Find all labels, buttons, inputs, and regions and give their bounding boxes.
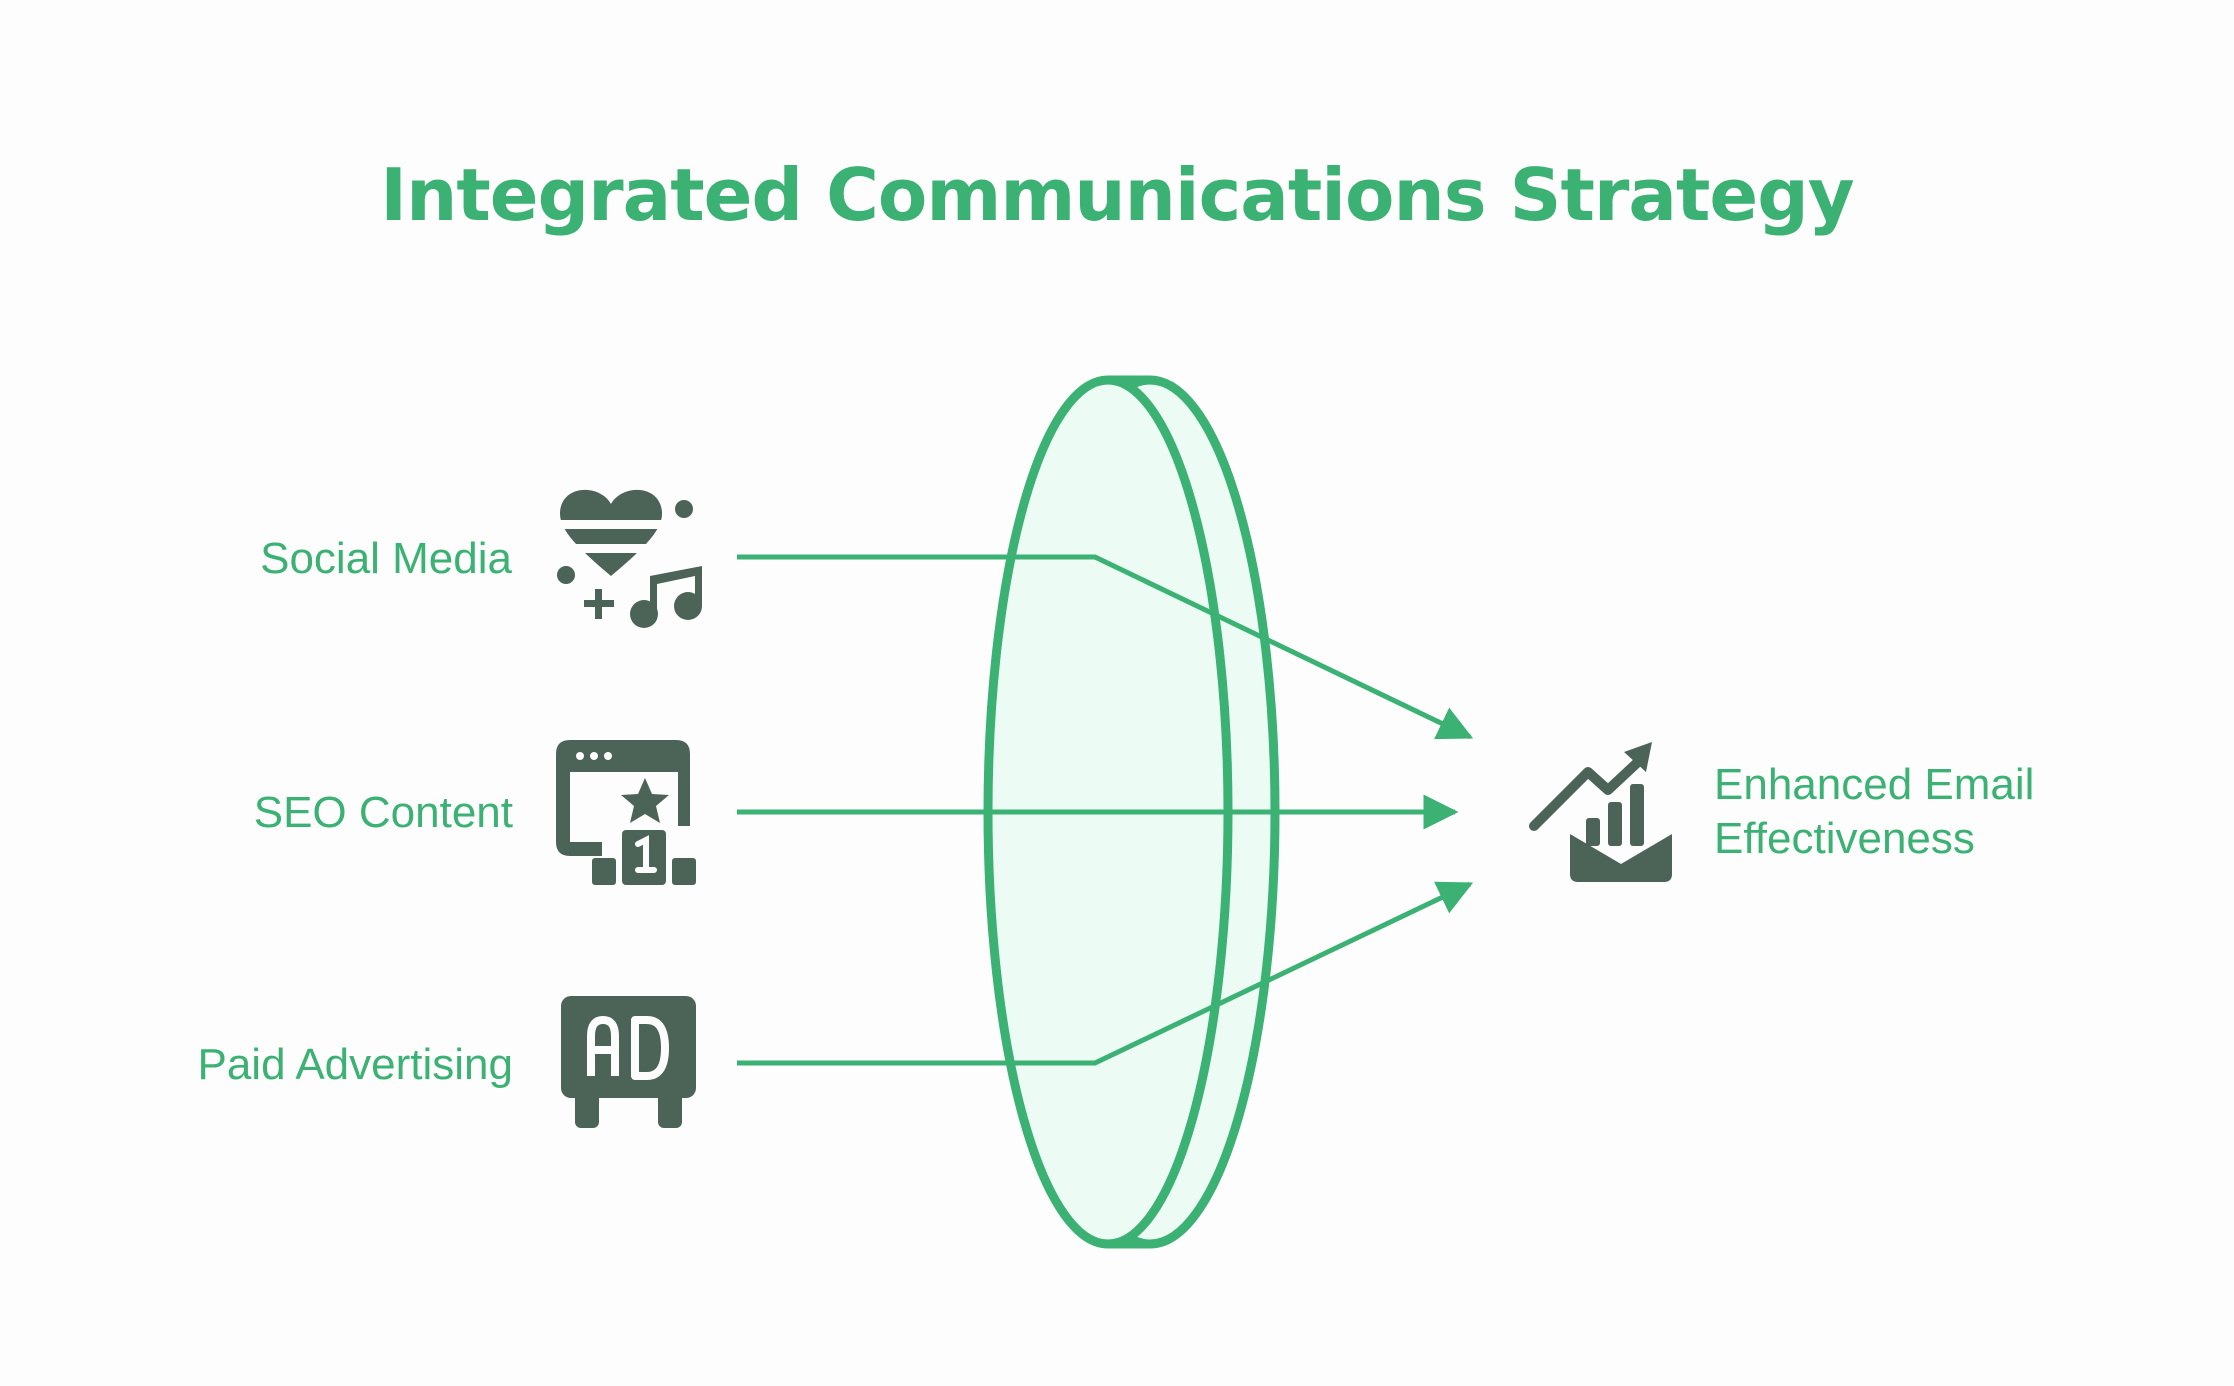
output-label: Enhanced Email Effectiveness [1714,758,2034,866]
output-label-line1: Enhanced Email [1714,760,2035,809]
input-label-seo-content: SEO Content [253,788,513,837]
input-label-paid-advertising: Paid Advertising [197,1040,513,1089]
arrow-paid-advertising [737,881,1474,1066]
social-media-icon [556,489,702,628]
ad-billboard-icon [561,996,696,1128]
diagram-title: Integrated Communications Strategy [380,153,1854,237]
output-label-line2: Effectiveness [1714,814,1975,863]
seo-content-icon [556,740,696,885]
input-label-social-media: Social Media [260,534,512,583]
email-growth-chart-icon [1529,742,1672,882]
arrow-social-media [737,554,1474,740]
